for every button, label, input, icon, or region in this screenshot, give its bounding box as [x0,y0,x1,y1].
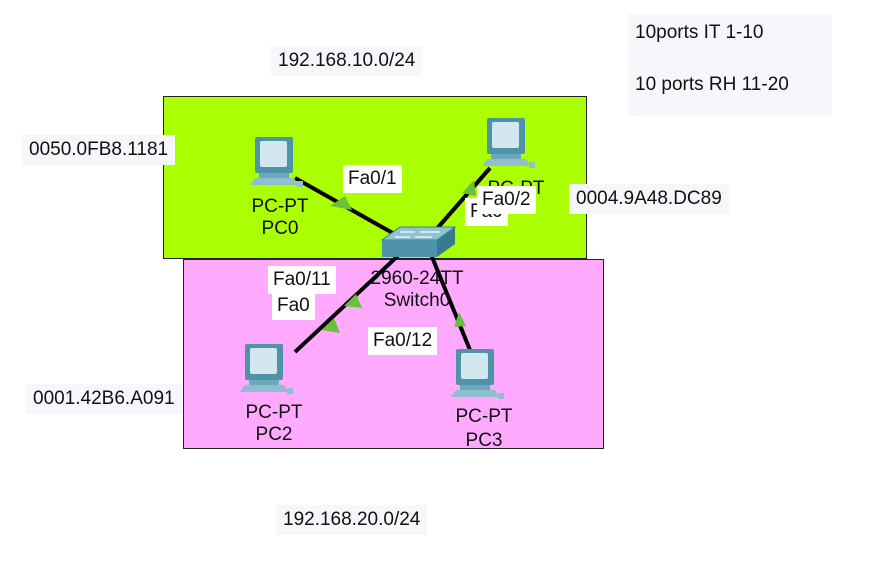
port-label-fa0-1: Fa0/1 [343,165,402,193]
link-light-fa0-12 [454,312,466,327]
note-port-allocation[interactable]: 10ports IT 1-10 10 ports RH 11-20 [628,14,832,116]
pc3-model-label: PC-PT [455,406,513,427]
pc2-model-label: PC-PT [245,402,303,423]
link-light-pc1 [462,180,476,196]
pc0-name-label: PC0 [261,218,299,239]
link-light-pc2 [322,318,340,333]
port-label-fa0-12: Fa0/12 [368,327,438,355]
switch-name-label: Switch0 [383,290,451,311]
link-light-fa0-1 [330,196,352,210]
pc3-name-label: PC3 [465,430,503,451]
port-label-fa0-2: Fa0/2 [477,186,536,214]
pc3-icon[interactable] [451,349,504,399]
pc2-port-label: Fa0 [272,292,315,320]
pc2-name-label: PC2 [255,424,293,445]
note-network-it[interactable]: 192.168.10.0/24 [271,46,423,76]
link-pc3-switch[interactable] [428,251,472,351]
note-ports-it: 10ports IT 1-10 [635,22,764,43]
pc2-icon[interactable] [240,344,293,394]
link-light-fa0-11 [344,294,362,308]
note-mac-pc0[interactable]: 0050.0FB8.1181 [22,135,176,165]
note-mac-pc1[interactable]: 0004.9A48.DC89 [569,184,729,214]
pc0-icon[interactable] [250,137,303,187]
switch-model-label: 2960-24TT [370,268,464,289]
note-network-rh[interactable]: 192.168.20.0/24 [276,505,428,535]
note-ports-rh: 10 ports RH 11-20 [635,74,789,95]
pc1-icon[interactable] [482,118,535,168]
pc0-model-label: PC-PT [251,196,309,217]
port-label-fa0-11: Fa0/11 [268,266,336,294]
switch-icon[interactable] [380,226,457,257]
note-mac-pc2[interactable]: 0001.42B6.A091 [26,384,182,414]
